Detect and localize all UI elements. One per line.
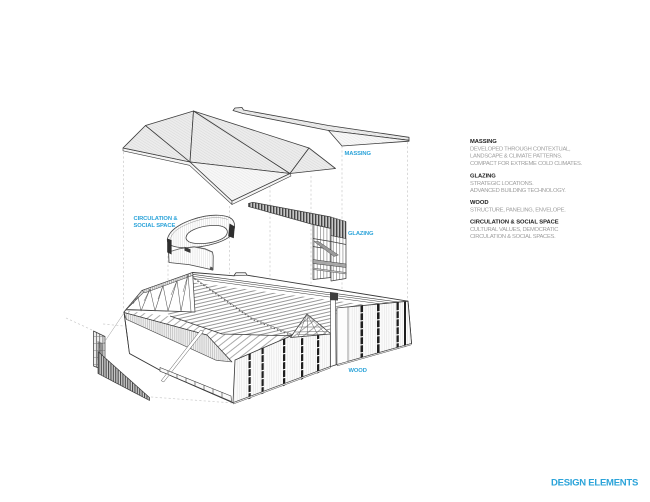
svg-text:GLAZING: GLAZING <box>348 231 374 237</box>
svg-text:CIRCULATION & SOCIAL SPACE: CIRCULATION & SOCIAL SPACE <box>470 220 559 226</box>
svg-text:MASSING: MASSING <box>345 151 372 157</box>
svg-text:ADVANCED BUILDING TECHNOLOGY.: ADVANCED BUILDING TECHNOLOGY. <box>470 188 566 194</box>
svg-text:COMPACT FOR EXTREME COLD CLIMA: COMPACT FOR EXTREME COLD CLIMATES. <box>470 161 583 167</box>
svg-text:DESIGN ELEMENTS: DESIGN ELEMENTS <box>551 478 638 489</box>
svg-text:SOCIAL SPACE: SOCIAL SPACE <box>134 223 176 229</box>
svg-text:DEVELOPED THROUGH CONTEXTUAL,: DEVELOPED THROUGH CONTEXTUAL, <box>470 146 571 152</box>
svg-text:MASSING: MASSING <box>470 139 497 145</box>
svg-text:STRATEGIC LOCATIONS.: STRATEGIC LOCATIONS. <box>470 181 534 187</box>
svg-text:CIRCULATION &: CIRCULATION & <box>134 216 178 222</box>
svg-text:STRUCTURE, PANELING, ENVELOPE.: STRUCTURE, PANELING, ENVELOPE. <box>470 207 566 213</box>
svg-text:WOOD: WOOD <box>349 368 367 374</box>
svg-text:LANDSCAPE & CLIMATE PATTERNS.: LANDSCAPE & CLIMATE PATTERNS. <box>470 154 563 160</box>
svg-text:WOOD: WOOD <box>470 200 488 206</box>
svg-text:GLAZING: GLAZING <box>470 174 496 180</box>
svg-text:CIRCULATION & SOCIAL SPACES.: CIRCULATION & SOCIAL SPACES. <box>470 234 556 240</box>
svg-text:CULTURAL VALUES, DEMOCRATIC: CULTURAL VALUES, DEMOCRATIC <box>470 227 558 233</box>
